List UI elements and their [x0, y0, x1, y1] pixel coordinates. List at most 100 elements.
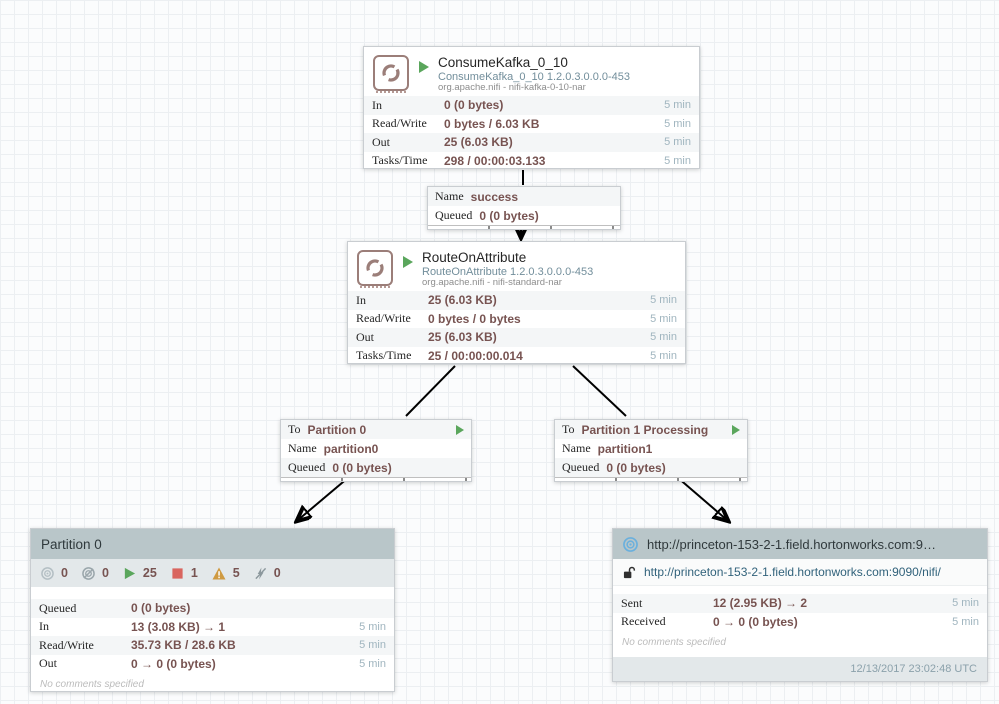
processor-name: RouteOnAttribute [422, 250, 527, 265]
remote-group-title: http://princeton-153-2-1.field.hortonwor… [647, 536, 937, 552]
remote-url-row: http://princeton-153-2-1.field.hortonwor… [613, 559, 987, 586]
process-group-partition0[interactable]: Partition 0 0 0 25 1 5 [30, 528, 395, 692]
transmitting-count: 0 [61, 566, 68, 580]
connection-key: Name [288, 441, 317, 455]
connection-key: Name [435, 189, 464, 203]
stat-value: 25 (6.03 KB) [444, 135, 513, 150]
connection-ticks [281, 477, 471, 481]
stat-time: 5 min [650, 312, 677, 325]
comments-text: No comments specified [40, 679, 144, 690]
stopped-count: 1 [190, 566, 198, 580]
stat-row-out: Out 25 (6.03 KB) 5 min [348, 328, 685, 347]
stat-label: Read/Write [39, 637, 94, 652]
remote-refresh-footer: 12/13/2017 23:02:48 UTC [613, 657, 987, 681]
processor-type: ConsumeKafka_0_10 1.2.0.3.0.0.0-453 [438, 70, 631, 83]
stat-value: 0 bytes / 6.03 KB [444, 116, 540, 131]
connection-key: Queued [435, 208, 473, 222]
running-state-icon [403, 256, 413, 268]
stat-row-sent: Sent 12 (2.95 KB) → 2 5 min [613, 594, 987, 613]
stat-value: 298 / 00:00:03.133 [444, 153, 546, 168]
running-count: 25 [142, 566, 157, 580]
connection-value: Partition 0 [307, 422, 367, 437]
connection-label-partition0[interactable]: To Partition 0 Name partition0 Queued 0 … [280, 419, 472, 482]
stat-value: 0 (0 bytes) [131, 601, 191, 616]
stat-time: 5 min [650, 349, 677, 362]
stat-label: Read/Write [356, 311, 411, 326]
remote-transmitting-icon [623, 536, 638, 552]
processor-header: ConsumeKafka_0_10 ConsumeKafka_0_10 1.2.… [364, 47, 699, 96]
connection-line[interactable] [298, 476, 350, 520]
process-group-header: Partition 0 [31, 529, 394, 559]
invalid-count-icon [212, 567, 226, 579]
stat-row-out: Out 25 (6.03 KB) 5 min [364, 133, 699, 152]
connection-line[interactable] [405, 365, 456, 417]
stat-value: 25 (6.03 KB) [428, 293, 497, 308]
connection-value: 0 (0 bytes) [479, 208, 539, 223]
connection-key: To [288, 422, 301, 436]
connection-line[interactable] [572, 365, 627, 417]
stat-row-tasks: Tasks/Time 25 / 00:00:00.014 5 min [348, 347, 685, 366]
connection-label-success[interactable]: Name success Queued 0 (0 bytes) [427, 186, 621, 230]
connection-key: Queued [562, 460, 600, 474]
stat-row-readwrite: Read/Write 35.73 KB / 28.6 KB 5 min [31, 636, 394, 655]
connection-queued-row: Queued 0 (0 bytes) [281, 458, 471, 477]
stat-value: 25 / 00:00:00.014 [428, 348, 523, 363]
connection-value: 0 (0 bytes) [606, 460, 666, 475]
stat-label: Out [39, 656, 57, 671]
invalid-count: 5 [232, 566, 240, 580]
remote-group-header: http://princeton-153-2-1.field.hortonwor… [613, 529, 987, 559]
stat-value: 0 bytes / 0 bytes [428, 311, 521, 326]
last-refreshed-timestamp: 12/13/2017 23:02:48 UTC [850, 663, 977, 675]
remote-url-text: http://princeton-153-2-1.field.hortonwor… [644, 565, 941, 579]
stat-value: 12 (2.95 KB) → 2 [713, 596, 808, 611]
stat-time: 5 min [359, 639, 386, 652]
processor-consumekafka[interactable]: ConsumeKafka_0_10 ConsumeKafka_0_10 1.2.… [363, 46, 700, 169]
stat-value: 25 (6.03 KB) [428, 330, 497, 345]
connection-key: To [562, 422, 575, 436]
process-group-title: Partition 0 [41, 536, 102, 552]
stat-row-out: Out 0 → 0 (0 bytes) 5 min [31, 655, 394, 674]
connection-value: Partition 1 Processing [581, 422, 709, 437]
disabled-count: 0 [273, 566, 281, 580]
stat-row-in: In 0 (0 bytes) 5 min [364, 96, 699, 115]
connection-value: 0 (0 bytes) [332, 460, 392, 475]
connection-name-row: Name success [428, 187, 620, 206]
processor-header: RouteOnAttribute RouteOnAttribute 1.2.0.… [348, 242, 685, 291]
connection-to-row: To Partition 0 [281, 420, 471, 439]
remote-process-group[interactable]: http://princeton-153-2-1.field.hortonwor… [612, 528, 988, 682]
stat-label: Out [372, 134, 390, 149]
connection-name-row: Name partition0 [281, 439, 471, 458]
connection-key: Name [562, 441, 591, 455]
stat-row-readwrite: Read/Write 0 bytes / 0 bytes 5 min [348, 310, 685, 329]
running-state-icon [419, 61, 429, 73]
connection-ticks [428, 225, 620, 229]
connection-line[interactable] [676, 476, 727, 520]
stat-label: In [39, 619, 49, 634]
stat-label: Tasks/Time [372, 153, 428, 168]
stat-time: 5 min [664, 154, 691, 167]
processor-routeonattribute[interactable]: RouteOnAttribute RouteOnAttribute 1.2.0.… [347, 241, 686, 364]
disabled-count-icon [255, 566, 266, 580]
running-state-icon [732, 424, 740, 435]
processor-icon [357, 250, 393, 288]
stat-time: 5 min [952, 597, 979, 610]
stat-row-received: Received 0 → 0 (0 bytes) 5 min [613, 613, 987, 632]
stat-value: 13 (3.08 KB) → 1 [131, 619, 226, 634]
stat-label: Queued [39, 600, 77, 615]
spacer [613, 586, 987, 594]
stat-time: 5 min [952, 615, 979, 628]
stat-value: 0 → 0 (0 bytes) [713, 614, 798, 629]
stat-label: Tasks/Time [356, 348, 412, 363]
stat-value: 0 (0 bytes) [444, 98, 504, 113]
stat-label: In [356, 292, 366, 307]
stat-time: 5 min [359, 657, 386, 670]
connection-label-partition1[interactable]: To Partition 1 Processing Name partition… [554, 419, 748, 482]
running-state-icon [456, 424, 464, 435]
spacer [31, 587, 394, 599]
stat-time: 5 min [650, 331, 677, 344]
transmitting-icon [41, 566, 54, 580]
stat-label: Out [356, 329, 374, 344]
stat-label: Read/Write [372, 116, 427, 131]
